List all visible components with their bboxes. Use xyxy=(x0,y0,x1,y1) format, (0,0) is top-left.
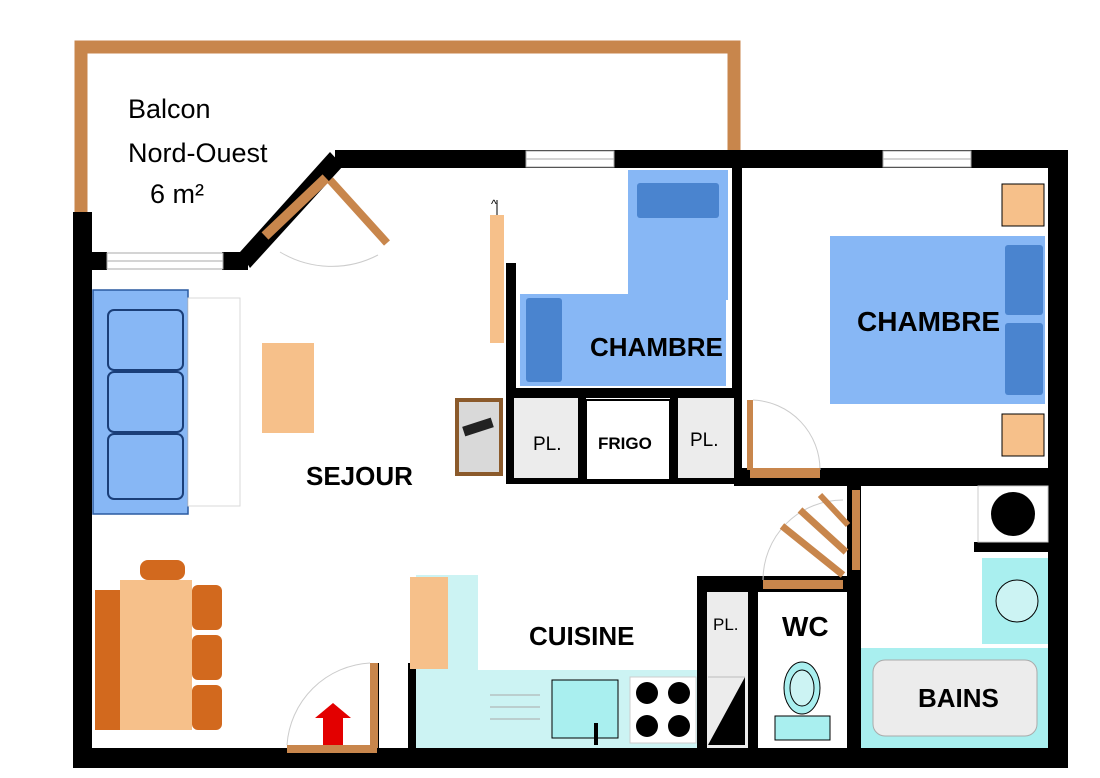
entrance-arrow-icon xyxy=(315,703,351,745)
fridge xyxy=(585,399,671,481)
chambre-small: CHAMBRE xyxy=(520,170,728,386)
wall-right xyxy=(1048,150,1068,768)
wc: WC xyxy=(758,592,847,748)
sink xyxy=(551,679,619,739)
closets-row: PL. FRIGO PL. xyxy=(514,398,734,481)
wall-bath-inner xyxy=(974,542,1068,552)
washing-machine-drum-icon xyxy=(991,492,1035,536)
balcony-area-label: 6 m² xyxy=(150,179,204,209)
nightstand xyxy=(1001,413,1045,457)
door-chambre-large xyxy=(747,400,753,470)
fridge-label: FRIGO xyxy=(598,434,652,453)
wall-top-left-stub-2 xyxy=(222,252,248,270)
kitchen-shelf xyxy=(410,577,448,669)
chambre-large: CHAMBRE xyxy=(830,183,1045,457)
sink-tap-icon xyxy=(594,723,598,745)
door-entrance xyxy=(287,745,377,753)
burner-icon xyxy=(668,682,690,704)
room-label-cuisine: CUISINE xyxy=(529,621,634,651)
balcony-door xyxy=(261,174,390,267)
chair xyxy=(140,560,185,580)
pillow xyxy=(1005,245,1043,315)
exterior-walls xyxy=(73,150,1068,768)
balcony-railing xyxy=(74,40,741,212)
shelf xyxy=(490,215,504,343)
wall-chambre-small-bottom xyxy=(506,388,742,398)
closet-left xyxy=(514,398,578,478)
cuisine: CUISINE xyxy=(410,575,697,748)
burner-icon xyxy=(636,715,658,737)
interior-walls xyxy=(370,168,1068,748)
closet-right xyxy=(678,398,734,478)
room-label-chambre-small: CHAMBRE xyxy=(590,332,723,362)
wall-closet-row-left xyxy=(506,398,514,483)
balcony-label-line2: Nord-Ouest xyxy=(128,138,268,168)
wall-wc-left xyxy=(697,576,707,748)
sejour: ^ SEJOUR xyxy=(92,197,504,730)
wall-left xyxy=(73,212,92,768)
room-label-bains: BAINS xyxy=(918,683,999,713)
pillow xyxy=(637,183,719,218)
hall-closet-hatching xyxy=(779,492,851,578)
wall-chambre-divider xyxy=(732,168,742,398)
closet-kitchen: PL. xyxy=(707,592,748,748)
chair xyxy=(95,590,120,730)
chair xyxy=(192,635,222,680)
rug xyxy=(187,297,241,507)
closet-label-kitchen: PL. xyxy=(713,615,739,634)
wall-kitchen-stub xyxy=(408,663,416,748)
wall-chambre-small-left xyxy=(506,263,516,398)
pillow xyxy=(1005,323,1043,395)
doors xyxy=(286,399,860,753)
tv-icon xyxy=(462,417,494,437)
room-label-sejour: SEJOUR xyxy=(306,461,413,491)
wall-bottom xyxy=(73,748,1058,768)
nightstand xyxy=(1001,183,1045,227)
dining-table xyxy=(120,580,192,730)
chair xyxy=(192,585,222,630)
chair xyxy=(192,685,222,730)
bains: BAINS xyxy=(861,485,1049,748)
svg-text:^: ^ xyxy=(491,197,497,211)
pillow xyxy=(526,298,562,382)
wall-top-left-stub xyxy=(73,252,107,270)
balcony-label-line1: Balcon xyxy=(128,94,211,124)
closet-label-left: PL. xyxy=(533,434,562,455)
room-label-wc: WC xyxy=(782,611,829,642)
closet-label-right: PL. xyxy=(690,430,719,451)
wall-wc-div xyxy=(748,592,758,748)
coffee-table xyxy=(262,343,314,433)
balcony: Balcon Nord-Ouest 6 m² xyxy=(74,40,741,212)
burner-icon xyxy=(636,682,658,704)
room-label-chambre-large: CHAMBRE xyxy=(857,306,1000,337)
burner-icon xyxy=(668,715,690,737)
wall-closet-div2 xyxy=(670,398,678,482)
door-bath xyxy=(852,490,860,570)
wall-closet-div1 xyxy=(578,398,586,482)
wall-closet-div3 xyxy=(734,398,742,484)
door-wc xyxy=(763,580,843,589)
